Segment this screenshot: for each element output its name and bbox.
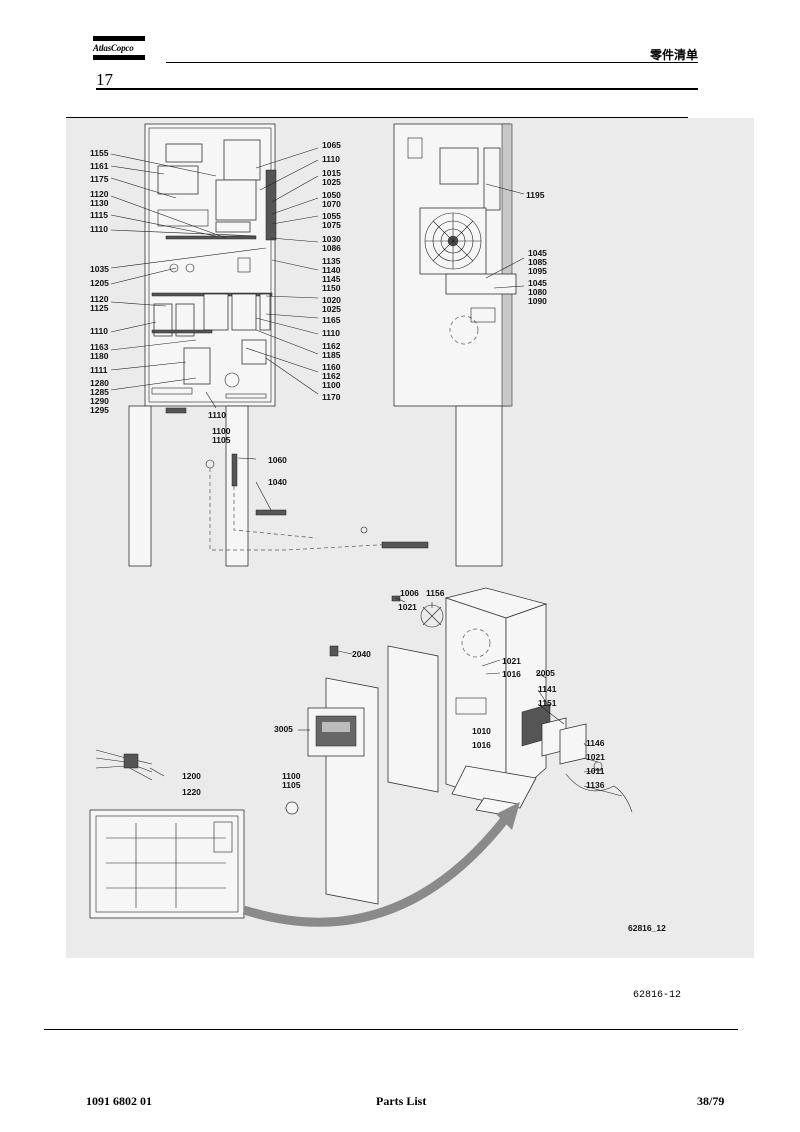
callout-1151: 1151 xyxy=(538,698,557,708)
callout-1220: 1220 xyxy=(182,787,201,797)
header-thick-rule xyxy=(96,88,698,90)
exploded-parts-drawing: 1155 1161 1175 1120 1130 1115 1110 1035 … xyxy=(66,118,754,958)
callout-1050: 1050 xyxy=(322,190,341,200)
page-number: 38/79 xyxy=(697,1094,725,1108)
callout-1075: 1075 xyxy=(322,220,341,230)
callout-1111: 1111 xyxy=(90,365,108,375)
figure-reference: 62816-12 xyxy=(633,990,682,1001)
section-number: 17 xyxy=(96,70,113,89)
callout-1100: 1100 xyxy=(322,380,341,390)
callout-1025: 1025 xyxy=(322,177,341,187)
callout-1045: 1045 xyxy=(528,248,547,258)
control-cabinet-rear xyxy=(393,123,517,567)
callout-1136: 1136 xyxy=(586,780,605,790)
callout-1185: 1185 xyxy=(322,350,341,360)
figure-top-rule xyxy=(66,117,688,118)
logo-text: AtlasCopco xyxy=(93,43,134,53)
document-title: Parts List xyxy=(376,1094,427,1108)
callout-1030: 1030 xyxy=(322,234,341,244)
callout-1120: 1120 xyxy=(90,189,109,199)
callout-1015: 1015 xyxy=(322,168,341,178)
callout-1205: 1205 xyxy=(90,278,109,288)
callout-1110: 1110 xyxy=(90,224,108,234)
callout-1021: 1021 xyxy=(502,656,521,666)
callout-1095: 1095 xyxy=(528,266,547,276)
callout-1195: 1195 xyxy=(526,190,545,200)
callout-1016: 1016 xyxy=(472,740,491,750)
callout-1021: 1021 xyxy=(398,602,417,612)
exploded-cabinet-assembly xyxy=(89,587,633,927)
document-number: 1091 6802 01 xyxy=(86,1094,152,1108)
callout-1011: 1011 xyxy=(586,766,605,776)
callout-1145: 1145 xyxy=(322,274,341,284)
callout-1020: 1020 xyxy=(322,295,341,305)
callout-1110: 1110 xyxy=(90,326,108,336)
callout-1200: 1200 xyxy=(182,771,201,781)
callout-1155: 1155 xyxy=(90,148,109,158)
callout-1130: 1130 xyxy=(90,198,109,208)
callout-1165: 1165 xyxy=(322,315,341,325)
footer-rule xyxy=(44,1029,738,1030)
callout-1110: 1110 xyxy=(208,410,226,420)
callout-1006: 1006 xyxy=(400,588,419,598)
callout-1115: 1115 xyxy=(90,210,108,220)
header-rule xyxy=(166,62,698,63)
callout-1180: 1180 xyxy=(90,351,109,361)
callout-numbers: 1155 1161 1175 1120 1130 1115 1110 1035 … xyxy=(90,140,666,933)
callout-1170: 1170 xyxy=(322,392,341,402)
callout-1070: 1070 xyxy=(322,199,341,209)
section-title: 零件清单 xyxy=(649,48,698,62)
callout-1105: 1105 xyxy=(212,435,231,445)
atlas-copco-logo: AtlasCopco xyxy=(93,36,145,62)
callout-1162: 1162 xyxy=(322,341,341,351)
callout-1140: 1140 xyxy=(322,265,341,275)
callout-1162: 1162 xyxy=(322,371,341,381)
callout-2005: 2005 xyxy=(536,668,555,678)
callout-1055: 1055 xyxy=(322,211,341,221)
callout-1045: 1045 xyxy=(528,278,547,288)
callout-1035: 1035 xyxy=(90,264,109,274)
callout-1285: 1285 xyxy=(90,387,109,397)
callout-1141: 1141 xyxy=(538,684,557,694)
callout-1290: 1290 xyxy=(90,396,109,406)
callout-1280: 1280 xyxy=(90,378,109,388)
callout-1175: 1175 xyxy=(90,174,109,184)
control-cabinet-front xyxy=(128,123,277,567)
earth-cables xyxy=(205,453,429,551)
callout-1085: 1085 xyxy=(528,257,547,267)
callout-1146: 1146 xyxy=(586,738,605,748)
callout-1110: 1110 xyxy=(322,154,340,164)
callout-1010: 1010 xyxy=(472,726,491,736)
callout-1025: 1025 xyxy=(322,304,341,314)
callout-1040: 1040 xyxy=(268,477,287,487)
callout-1016: 1016 xyxy=(502,669,521,679)
callout-1080: 1080 xyxy=(528,287,547,297)
callout-3005: 3005 xyxy=(274,724,293,734)
callout-1120: 1120 xyxy=(90,294,109,304)
callout-1135: 1135 xyxy=(322,256,341,266)
callout-1110: 1110 xyxy=(322,328,340,338)
callout-1161: 1161 xyxy=(90,161,109,171)
callout-1105: 1105 xyxy=(282,780,301,790)
callout-1090: 1090 xyxy=(528,296,547,306)
leader-lines xyxy=(110,147,623,797)
callout-1160: 1160 xyxy=(322,362,341,372)
callout-1295: 1295 xyxy=(90,405,109,415)
callout-2040: 2040 xyxy=(352,649,371,659)
callout-1156: 1156 xyxy=(426,588,445,598)
callout-1150: 1150 xyxy=(322,283,341,293)
figure-reference-inner: 62816_12 xyxy=(628,923,666,933)
callout-1163: 1163 xyxy=(90,342,109,352)
callout-1060: 1060 xyxy=(268,455,287,465)
callout-1125: 1125 xyxy=(90,303,109,313)
callout-1086: 1086 xyxy=(322,243,341,253)
callout-1100: 1100 xyxy=(282,771,301,781)
callout-1021: 1021 xyxy=(586,752,605,762)
callout-1100: 1100 xyxy=(212,426,231,436)
callout-1065: 1065 xyxy=(322,140,341,150)
